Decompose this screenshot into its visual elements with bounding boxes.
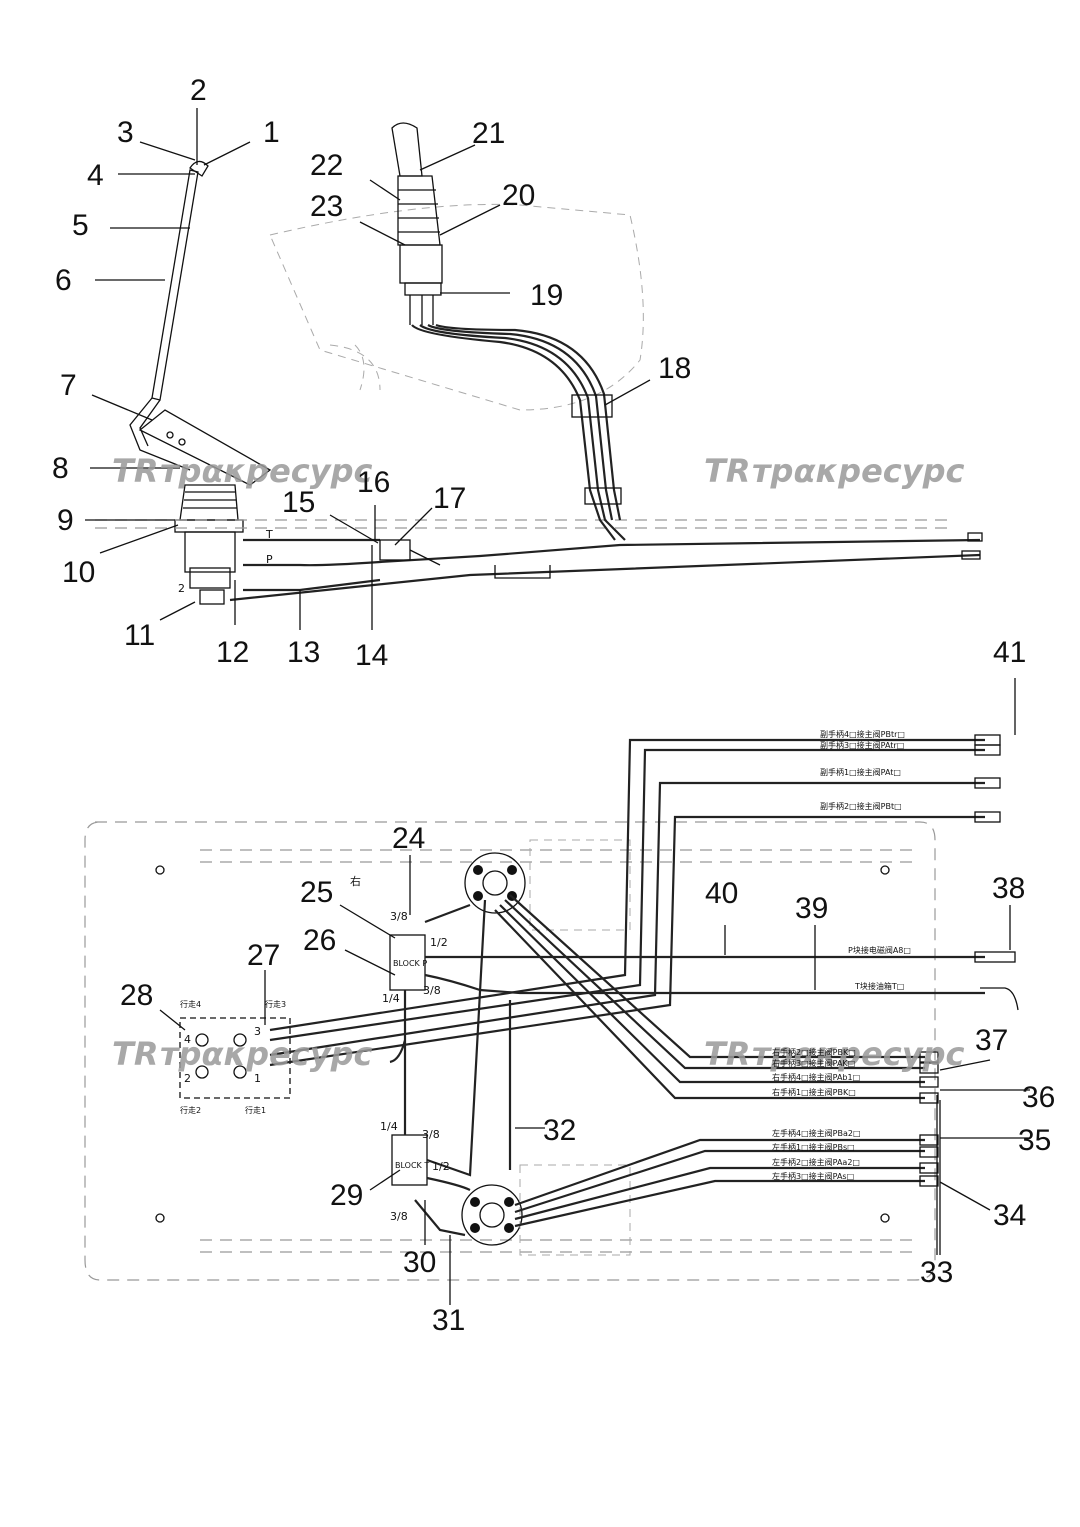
hose-labels: 副手柄4□接主阀PBtr□ 副手柄3□接主阀PAtr□ 副手柄1□接主阀PAt□… — [772, 729, 911, 1181]
callout-20: 20 — [502, 179, 535, 212]
callout-40: 40 — [705, 877, 738, 910]
callout-32: 32 — [543, 1114, 576, 1147]
callout-35: 35 — [1018, 1124, 1051, 1157]
travel-label-2: 行走2 — [180, 1105, 201, 1115]
callout-5: 5 — [72, 209, 89, 242]
port-3-8-c: 3/8 — [422, 1128, 440, 1141]
watermark-text: трακресурс — [160, 1035, 373, 1073]
port-1-4-a: 1/4 — [382, 992, 400, 1005]
callout-25: 25 — [300, 876, 333, 909]
port-t: T — [265, 528, 273, 541]
callout-17: 17 — [433, 482, 466, 515]
port-2: 2 — [178, 582, 185, 595]
port-3-8-a: 3/8 — [390, 910, 408, 923]
hose-label-p: P块接电磁阀A8□ — [848, 945, 911, 955]
callout-8: 8 — [52, 452, 69, 485]
watermark-text: трακресурс — [752, 1035, 965, 1073]
hose-label-right-1: 右手柄2□接主阀PBK□ — [772, 1047, 856, 1057]
callout-27: 27 — [247, 939, 280, 972]
callout-36: 36 — [1022, 1081, 1055, 1114]
travel-lever-assembly — [85, 108, 983, 630]
callout-37: 37 — [975, 1024, 1008, 1057]
port-1-4-b: 1/4 — [380, 1120, 398, 1133]
callout-33: 33 — [920, 1256, 953, 1289]
callout-41: 41 — [993, 636, 1026, 669]
watermark-logo: TR — [112, 1035, 158, 1073]
port-3-8-d: 3/8 — [390, 1210, 408, 1223]
callout-12: 12 — [216, 636, 249, 669]
hose-label-top-2: 副手柄3□接主阀PAtr□ — [820, 740, 904, 750]
callout-numbers: 1 2 3 4 5 6 7 8 9 10 11 12 13 14 15 16 1… — [52, 74, 1055, 1337]
callout-15: 15 — [282, 486, 315, 519]
callout-4: 4 — [87, 159, 104, 192]
port-p: P — [266, 553, 273, 566]
watermark-top-right: TR трακресурс — [704, 452, 965, 490]
callout-16: 16 — [357, 466, 390, 499]
block-t-label: BLOCK T — [395, 1161, 429, 1170]
port-1-2-a: 1/2 — [430, 936, 448, 949]
watermark-logo: TR — [112, 452, 158, 490]
joystick-assembly — [269, 122, 651, 541]
callout-2: 2 — [190, 74, 207, 107]
travel-label-3: 行走3 — [265, 999, 286, 1009]
callout-24: 24 — [392, 822, 425, 855]
hose-label-right-3: 右手柄4□接主阀PAb1□ — [772, 1072, 860, 1082]
callout-14: 14 — [355, 639, 388, 672]
hose-label-left-4: 左手柄3□接主阀PAs□ — [772, 1171, 854, 1181]
callout-7: 7 — [60, 369, 77, 402]
callout-21: 21 — [472, 117, 505, 150]
callout-39: 39 — [795, 892, 828, 925]
port-3-8-b: 3/8 — [423, 984, 441, 997]
watermark-logo: TR — [704, 1035, 750, 1073]
travel-port-4: 4 — [184, 1033, 191, 1046]
travel-port-1: 1 — [254, 1072, 261, 1085]
callout-19: 19 — [530, 279, 563, 312]
hose-label-left-1: 左手柄4□接主阀PBa2□ — [772, 1128, 861, 1138]
callout-9: 9 — [57, 504, 74, 537]
watermark-logo: TR — [704, 452, 750, 490]
callout-3: 3 — [117, 116, 134, 149]
callout-6: 6 — [55, 264, 72, 297]
callout-23: 23 — [310, 190, 343, 223]
hose-label-left-3: 左手柄2□接主阀PAa2□ — [772, 1157, 860, 1167]
hose-label-top-3: 副手柄1□接主阀PAt□ — [820, 767, 901, 777]
right-side-mark: 右 — [350, 874, 361, 888]
travel-port-2: 2 — [184, 1072, 191, 1085]
hose-label-left-2: 左手柄1□接主阀PBs□ — [772, 1142, 855, 1152]
hose-label-top-4: 副手柄2□接主阀PBt□ — [820, 801, 902, 811]
callout-1: 1 — [263, 116, 280, 149]
callout-28: 28 — [120, 979, 153, 1012]
travel-label-4: 行走4 — [180, 999, 201, 1009]
travel-port-3: 3 — [254, 1025, 261, 1038]
watermark-top-left: TR трακресурс — [112, 452, 373, 490]
hose-label-right-2: 右手柄3□接主阀PAK□ — [772, 1058, 855, 1068]
watermark-text: трακресурс — [752, 452, 965, 490]
block-p-label: BLOCK P — [393, 959, 427, 968]
port-labels: T P 2 3/8 1/2 3/8 1/4 1/4 3/8 1/2 3/8 BL… — [178, 528, 450, 1223]
port-1-2-b: 1/2 — [432, 1160, 450, 1173]
callout-26: 26 — [303, 924, 336, 957]
callout-11: 11 — [124, 619, 155, 652]
callout-13: 13 — [287, 636, 320, 669]
callout-34: 34 — [993, 1199, 1026, 1232]
watermark-text: трακресурс — [160, 452, 373, 490]
callout-18: 18 — [658, 352, 691, 385]
callout-30: 30 — [403, 1246, 436, 1279]
callout-29: 29 — [330, 1179, 363, 1212]
watermark-bottom-right: TR трακресурс — [704, 1035, 965, 1073]
travel-label-1: 行走1 — [245, 1105, 266, 1115]
callout-31: 31 — [432, 1304, 465, 1337]
hose-label-top-1: 副手柄4□接主阀PBtr□ — [820, 729, 905, 739]
hose-label-t: T块接油箱T□ — [854, 981, 904, 991]
callout-38: 38 — [992, 872, 1025, 905]
hose-label-right-4: 右手柄1□接主阀PBK□ — [772, 1087, 856, 1097]
callout-22: 22 — [310, 149, 343, 182]
pilot-system — [84, 678, 1030, 1305]
watermark-bottom-left: TR трακресурс — [112, 1035, 373, 1073]
callout-10: 10 — [62, 556, 95, 589]
